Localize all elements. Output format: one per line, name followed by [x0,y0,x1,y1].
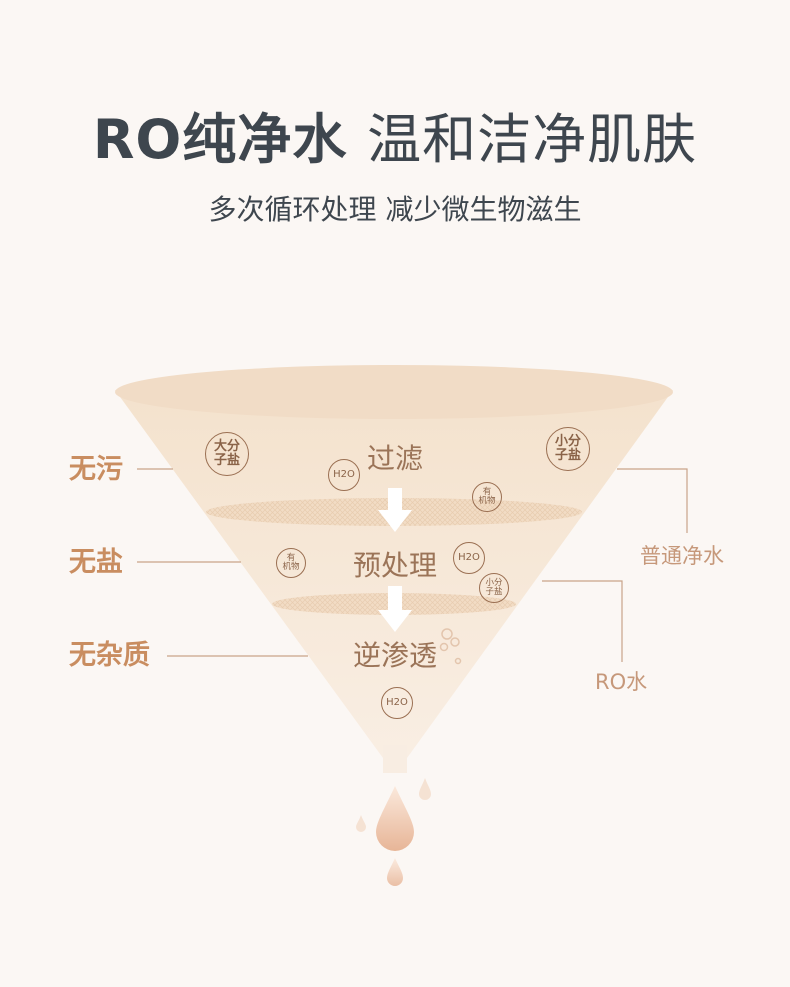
badge-text: 大分 [213,439,240,455]
connector-line [542,580,623,662]
badge-text: 子盐 [485,587,503,597]
water-drop-icon [376,786,414,851]
water-drop-icon [356,815,366,832]
organic-matter-badge: 有 机物 [472,482,502,512]
output-ordinary-water: 普通净水 [640,544,724,568]
small-salt-badge: 小分 子盐 [546,427,590,471]
stage-filtration: 过滤 [366,442,423,475]
connector-line [617,468,688,533]
badge-text: H2O [333,468,355,480]
badge-text: 有 [482,487,492,498]
water-molecule-badge: H2O [453,542,485,574]
water-molecule-badge: H2O [328,459,360,491]
title-bold: RO纯净水 [92,108,348,171]
badge-text: 子盐 [213,453,240,468]
bubbles-icon [439,628,462,665]
badge-text: 有 [286,553,296,564]
stage-pretreatment: 预处理 [352,549,437,582]
page-title: RO纯净水 温和洁净肌肤 [0,104,790,176]
benefit-no-pollution: 无污 [69,454,123,485]
badge-text: 子盐 [554,448,581,463]
benefit-no-impurities: 无杂质 [69,640,150,671]
organic-matter-badge: 有 机物 [276,548,306,578]
funnel-spout [383,745,407,773]
small-salt-badge: 小分 子盐 [479,573,509,603]
benefit-no-salt: 无盐 [69,547,123,578]
arrow-down-icon [378,488,412,532]
page-subtitle: 多次循环处理 减少微生物滋生 [208,193,582,226]
badge-text: H2O [386,696,408,708]
water-drop-icon [387,858,403,886]
badge-text: 机物 [282,562,300,572]
badge-text: 机物 [478,496,496,506]
arrow-down-icon [378,586,412,632]
water-molecule-badge: H2O [381,687,413,719]
stage-reverse-osmosis: 逆渗透 [352,639,437,672]
title-light: 温和洁净肌肤 [367,108,698,171]
large-salt-badge: 大分 子盐 [205,432,249,476]
funnel-rim [115,365,673,419]
badge-text: H2O [458,551,480,563]
output-ro-water: RO水 [595,670,648,694]
water-drop-icon [419,778,431,800]
badge-text: 小分 [485,578,503,589]
funnel-body [115,390,673,758]
badge-text: 小分 [554,434,581,450]
